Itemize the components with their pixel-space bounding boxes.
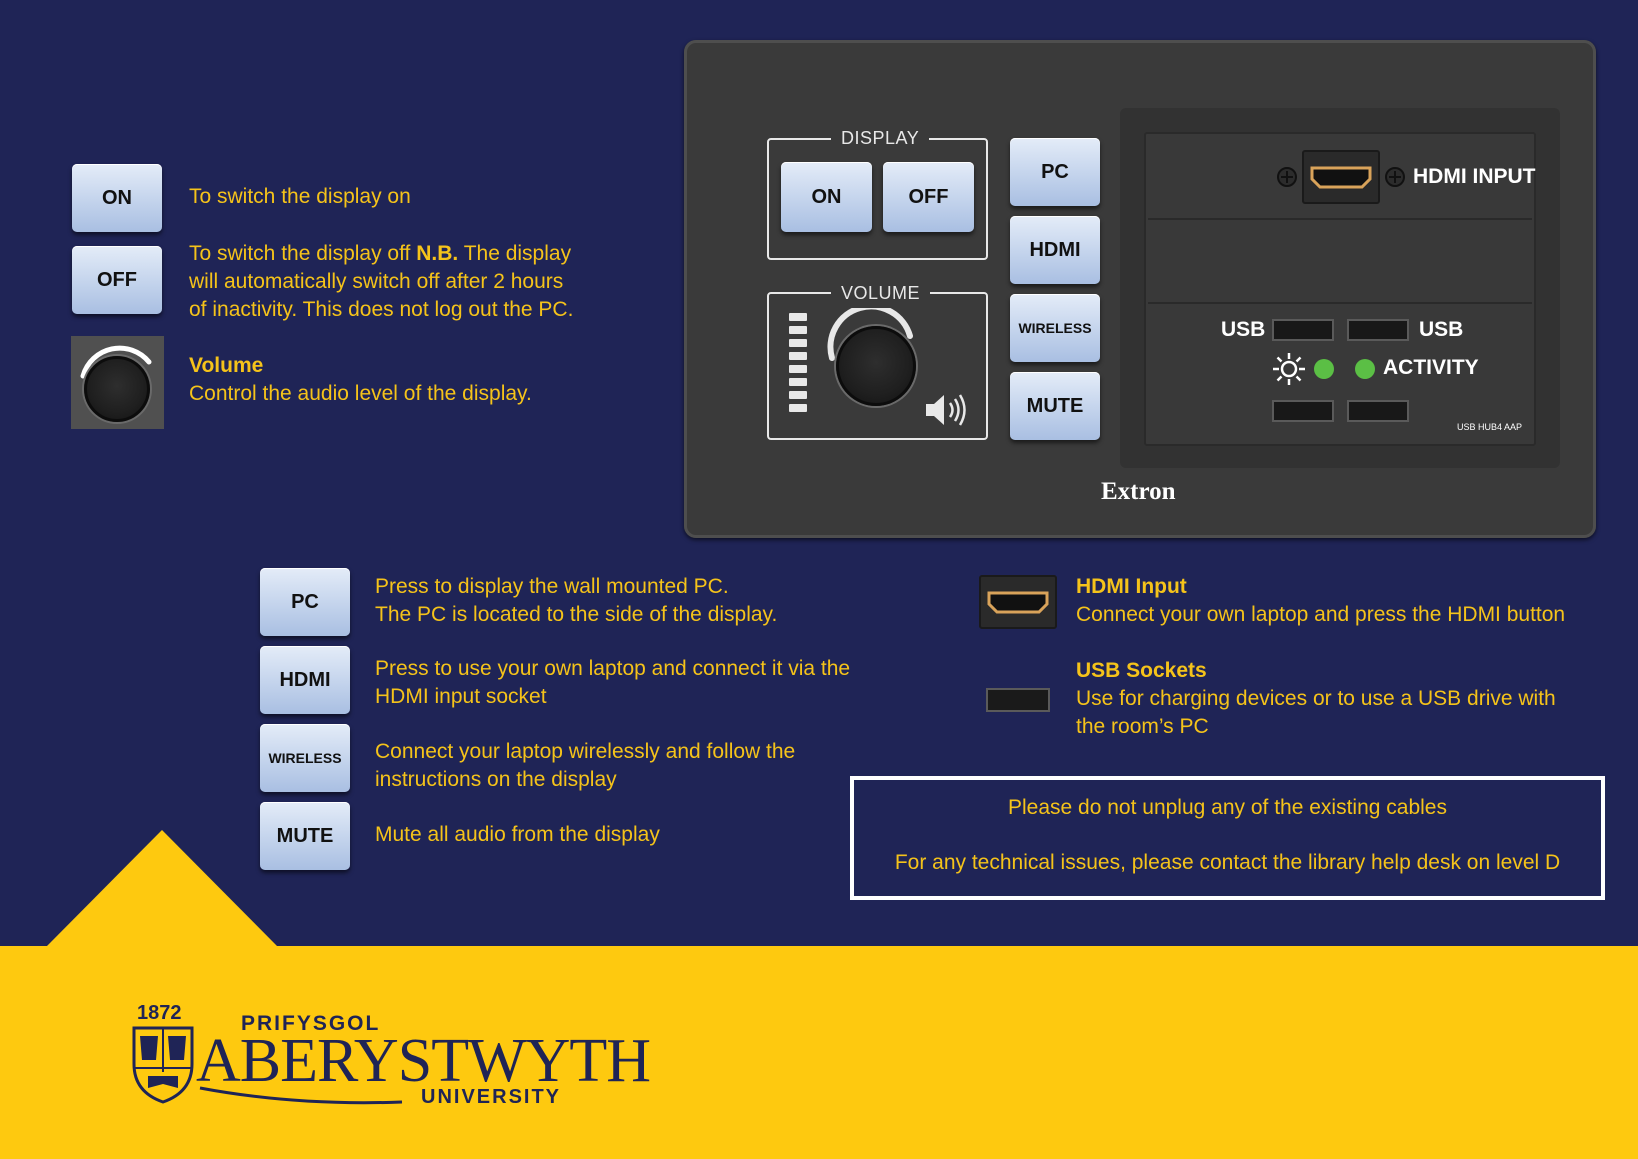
level-meter-icon	[789, 313, 807, 412]
hdmi-input-legend-icon	[979, 575, 1057, 629]
pc-desc-line2: The PC is located to the side of the dis…	[375, 603, 778, 626]
hdmi-description: Press to use your own laptop and connect…	[375, 655, 850, 711]
volume-knob-icon	[84, 356, 150, 422]
on-button-legend: ON	[72, 164, 162, 232]
volume-desc-text: Control the audio level of the display.	[189, 382, 532, 405]
logo-name: ABERYSTWYTH	[196, 1027, 651, 1095]
mute-description: Mute all audio from the display	[375, 823, 660, 846]
pc-desc-line1: Press to display the wall mounted PC.	[375, 575, 729, 598]
power-led	[1314, 359, 1334, 379]
hdmi-input-title: HDMI Input	[1076, 575, 1187, 598]
off-desc-line2: will automatically switch off after 2 ho…	[189, 270, 564, 293]
panel-hdmi-button[interactable]: HDMI	[1010, 216, 1100, 284]
activity-label: ACTIVITY	[1383, 356, 1479, 379]
volume-level-meter	[789, 313, 809, 423]
footer-triangle	[46, 830, 278, 947]
panel-pc-button[interactable]: PC	[1010, 138, 1100, 206]
notice-line-2: For any technical issues, please contact…	[894, 851, 1561, 874]
off-description: To switch the display off N.B. The displ…	[189, 240, 629, 324]
display-group-label: DISPLAY	[831, 128, 930, 149]
usb-slot-bottom-right[interactable]	[1347, 400, 1409, 422]
volume-group-label: VOLUME	[831, 283, 931, 304]
hdmi-desc-line2: HDMI input socket	[375, 685, 547, 708]
model-label: USB HUB4 AAP	[1457, 422, 1523, 432]
usb-socket-legend-icon	[986, 688, 1050, 712]
panel-volume-arc-icon	[827, 308, 913, 361]
panel-volume-knob[interactable]	[836, 326, 916, 406]
port-divider-2	[1148, 302, 1532, 304]
volume-arc-icon	[80, 345, 152, 379]
panel-mute-button[interactable]: MUTE	[1010, 372, 1100, 440]
university-crest-icon	[132, 1026, 194, 1104]
screw-right-icon	[1385, 167, 1405, 187]
off-desc-line1-post: The display	[458, 242, 572, 265]
usb-desc-line1: Use for charging devices or to use a USB…	[1076, 687, 1556, 710]
usb-desc-line2: the room’s PC	[1076, 715, 1209, 738]
hdmi-input-description: HDMI Input Connect your own laptop and p…	[1076, 573, 1565, 629]
panel-on-button[interactable]: ON	[781, 162, 872, 232]
pc-button-legend: PC	[260, 568, 350, 636]
power-sun-icon	[1273, 353, 1305, 385]
off-desc-nb: N.B.	[416, 242, 459, 265]
volume-title: Volume	[189, 354, 264, 377]
usb-sockets-description: USB Sockets Use for charging devices or …	[1076, 657, 1556, 741]
wireless-desc-line2: instructions on the display	[375, 768, 617, 791]
wireless-desc-line1: Connect your laptop wirelessly and follo…	[375, 740, 796, 763]
panel-wireless-button[interactable]: WIRELESS	[1010, 294, 1100, 362]
wireless-button-legend: WIRELESS	[260, 724, 350, 792]
hdmi-desc-line1: Press to use your own laptop and connect…	[375, 657, 851, 680]
usb-slot-bottom-left[interactable]	[1272, 400, 1334, 422]
on-description: To switch the display on	[189, 185, 411, 208]
hdmi-input-desc: Connect your own laptop and press the HD…	[1076, 603, 1566, 626]
hdmi-input-label: HDMI INPUT	[1413, 165, 1536, 188]
hdmi-port-icon	[1310, 166, 1372, 189]
footer-band	[0, 946, 1638, 1159]
hdmi-button-legend: HDMI	[260, 646, 350, 714]
off-desc-line3: of inactivity. This does not log out the…	[189, 298, 574, 321]
port-divider-1	[1148, 218, 1532, 220]
speaker-icon	[926, 394, 966, 426]
notice-line-1: Please do not unplug any of the existing…	[1008, 796, 1447, 819]
activity-led	[1355, 359, 1375, 379]
off-button-legend: OFF	[72, 246, 162, 314]
volume-knob-legend	[71, 336, 164, 429]
usb-right-label: USB	[1419, 318, 1464, 341]
logo-swoosh-icon	[199, 1086, 403, 1105]
extron-brand: Extron	[1101, 478, 1176, 505]
logo-university: UNIVERSITY	[421, 1086, 562, 1108]
volume-description: Volume Control the audio level of the di…	[189, 352, 532, 408]
screw-left-icon	[1277, 167, 1297, 187]
usb-left-label: USB	[1221, 318, 1266, 341]
logo-year: 1872	[137, 1002, 182, 1024]
usb-slot-top-right[interactable]	[1347, 319, 1409, 341]
logo-welsh: PRIFYSGOL	[241, 1012, 381, 1035]
usb-sockets-title: USB Sockets	[1076, 659, 1207, 682]
panel-off-button[interactable]: OFF	[883, 162, 974, 232]
notice-box: Please do not unplug any of the existing…	[850, 776, 1605, 900]
hdmi-legend-port-icon	[987, 591, 1049, 614]
usb-slot-top-left[interactable]	[1272, 319, 1334, 341]
off-desc-line1-pre: To switch the display off	[189, 242, 417, 265]
hdmi-port[interactable]	[1302, 150, 1380, 204]
wireless-description: Connect your laptop wirelessly and follo…	[375, 738, 795, 794]
pc-description: Press to display the wall mounted PC. Th…	[375, 573, 777, 629]
